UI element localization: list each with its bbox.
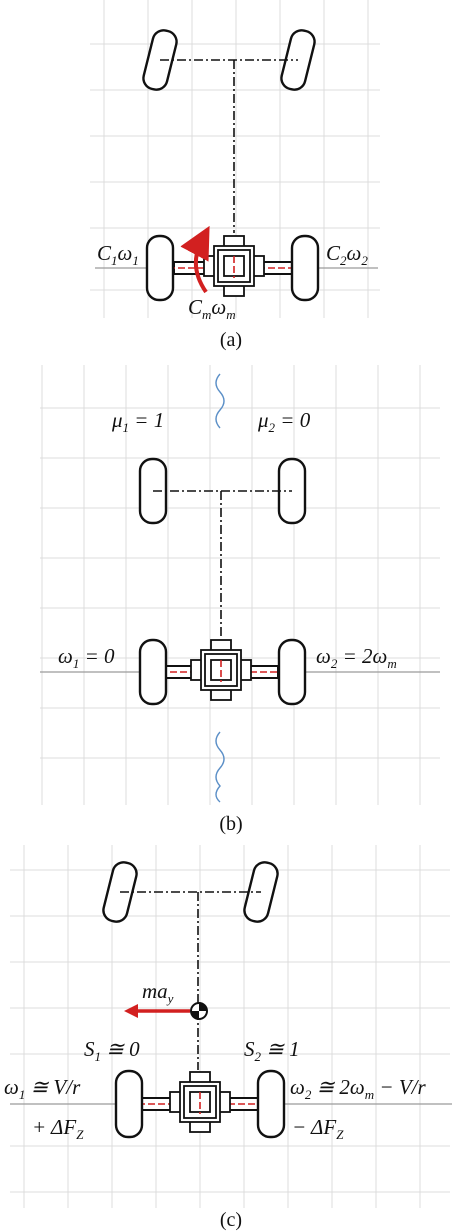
label-mu1: μ1 = 1 xyxy=(111,408,164,435)
rear-right-tire xyxy=(277,638,307,706)
label-s1: S1 ≅ 0 xyxy=(84,1037,140,1064)
surface-boundary-bottom xyxy=(215,731,225,803)
rear-left-tire xyxy=(114,1069,144,1139)
label-omega2: ω2 ≅ 2ωm − V/r xyxy=(290,1075,426,1102)
label-omega2: ω2 = 2ωm xyxy=(316,644,397,671)
label-omega1: ω1 = 0 xyxy=(58,644,115,671)
panel-b-grid xyxy=(40,365,440,805)
label-mu2: μ2 = 0 xyxy=(257,408,311,435)
lateral-force-arrowhead xyxy=(124,1004,138,1018)
rear-left-tire xyxy=(145,234,175,302)
caption-a: (a) xyxy=(220,329,242,351)
panel-a: C1ω1 C2ω2 Cmωm (a) xyxy=(90,0,380,351)
surface-boundary-top xyxy=(215,373,225,429)
label-c1-omega1: C1ω1 xyxy=(97,241,139,268)
label-ma-y: may xyxy=(142,979,174,1006)
caption-c: (c) xyxy=(220,1209,242,1231)
label-cm-omegam: Cmωm xyxy=(188,295,236,322)
rear-left-tire xyxy=(138,638,168,706)
label-s2: S2 ≅ 1 xyxy=(244,1037,300,1064)
label-delta-fz-left: + ΔFZ xyxy=(32,1115,84,1142)
rear-right-tire xyxy=(290,234,320,302)
label-delta-fz-right: − ΔFZ xyxy=(292,1115,344,1142)
panel-c: may S1 ≅ 0 S2 ≅ 1 ω1 ≅ V/r ω2 ≅ 2ωm − V/… xyxy=(4,845,452,1231)
label-c2-omega2: C2ω2 xyxy=(326,241,368,268)
label-omega1: ω1 ≅ V/r xyxy=(4,1075,81,1102)
caption-b: (b) xyxy=(219,813,242,835)
panel-b: μ1 = 1 μ2 = 0 ω1 = 0 ω2 = 2ωm (b) xyxy=(40,365,440,835)
rear-right-tire xyxy=(256,1069,286,1139)
panel-c-grid xyxy=(10,845,450,1208)
center-of-gravity-symbol xyxy=(190,1002,208,1020)
torque-arrow xyxy=(180,225,210,294)
